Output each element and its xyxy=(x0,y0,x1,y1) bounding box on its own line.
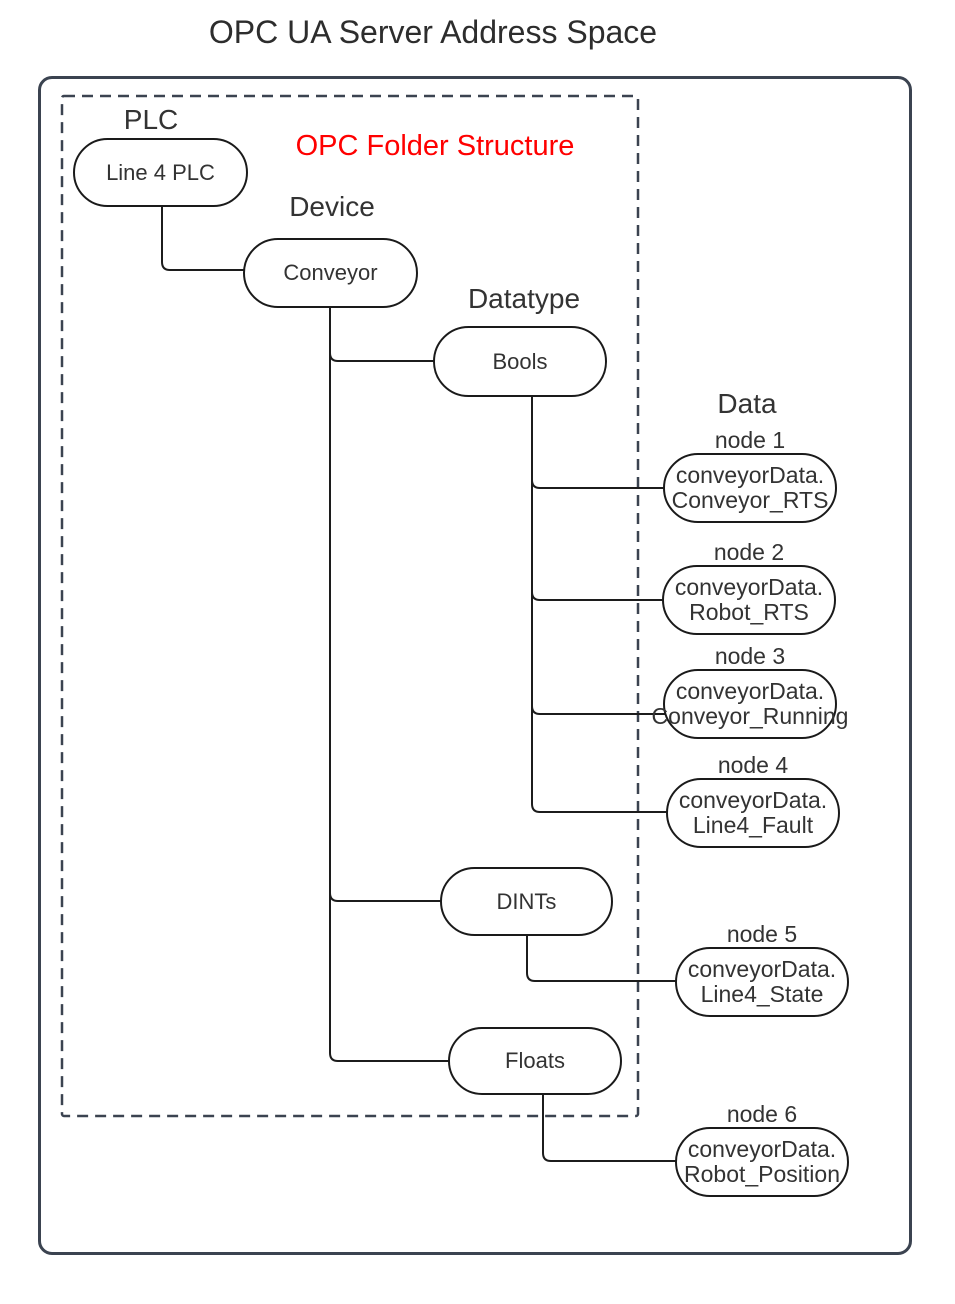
opc-folder-structure-dashed-box xyxy=(60,94,640,1118)
node-bools-label: Bools xyxy=(492,348,548,374)
edge-conveyor-to-floats xyxy=(329,307,449,1062)
data-node-4: node 4 conveyorData. Line4_Fault xyxy=(666,753,840,848)
level-label-data: Data xyxy=(717,388,777,419)
level-label-datatype: Datatype xyxy=(467,283,581,314)
data-node-5: node 5 conveyorData. Line4_State xyxy=(675,922,849,1017)
edge-dints-to-node5 xyxy=(526,936,676,982)
data-node-6-pill: conveyorData. Robot_Position xyxy=(675,1127,849,1197)
level-label-plc: PLC xyxy=(123,104,179,135)
data-node-1-pill: conveyorData. Conveyor_RTS xyxy=(663,453,837,523)
data-node-2-line1: conveyorData. xyxy=(674,574,824,600)
data-node-3-line1: conveyorData. xyxy=(675,678,825,704)
data-node-3-caption: node 3 xyxy=(714,643,786,669)
edge-plc-to-conveyor xyxy=(161,206,244,271)
data-node-3-pill: conveyorData. Conveyor_Running xyxy=(652,669,848,739)
data-node-4-caption: node 4 xyxy=(717,752,789,778)
data-node-1: node 1 conveyorData. Conveyor_RTS xyxy=(663,428,837,523)
node-floats-label: Floats xyxy=(505,1048,565,1073)
data-node-5-caption: node 5 xyxy=(726,921,798,947)
node-conveyor: Conveyor xyxy=(243,238,418,308)
data-node-3-line2: Conveyor_Running xyxy=(651,703,849,729)
data-node-1-line1: conveyorData. xyxy=(675,462,825,488)
data-node-1-caption: node 1 xyxy=(714,427,786,453)
data-node-4-pill: conveyorData. Line4_Fault xyxy=(666,778,840,848)
diagram-title: OPC UA Server Address Space xyxy=(208,14,658,50)
data-node-5-line1: conveyorData. xyxy=(687,956,837,982)
edge-conveyor-to-dints xyxy=(329,892,441,902)
data-node-6-line2: Robot_Position xyxy=(684,1161,840,1187)
node-bools: Bools xyxy=(433,326,607,397)
edge-floats-to-node6 xyxy=(542,1095,676,1162)
opc-folder-structure-label: OPC Folder Structure xyxy=(295,130,575,162)
node-line4-plc-label: Line 4 PLC xyxy=(106,159,215,185)
data-node-5-pill: conveyorData. Line4_State xyxy=(675,947,849,1017)
data-node-4-line1: conveyorData. xyxy=(678,787,828,813)
edge-bools-to-node1 xyxy=(531,479,664,489)
edge-conveyor-to-bools xyxy=(329,352,434,362)
data-node-4-line2: Line4_Fault xyxy=(692,812,814,838)
data-node-6-line1: conveyorData. xyxy=(687,1136,837,1162)
data-node-3: node 3 conveyorData. Conveyor_Running xyxy=(652,643,848,739)
address-space-frame xyxy=(38,76,912,1255)
data-node-1-line2: Conveyor_RTS xyxy=(671,487,829,513)
node-line4-plc: Line 4 PLC xyxy=(73,138,248,207)
data-node-6-caption: node 6 xyxy=(726,1101,798,1127)
data-node-2-pill: conveyorData. Robot_RTS xyxy=(662,565,836,635)
data-node-2-line2: Robot_RTS xyxy=(689,599,809,625)
level-label-device: Device xyxy=(289,191,375,222)
edge-bools-to-node3 xyxy=(531,705,667,715)
edge-bools-to-node2 xyxy=(531,591,663,601)
node-dints-label: DINTs xyxy=(496,888,557,914)
node-floats: Floats xyxy=(448,1027,622,1095)
node-conveyor-label: Conveyor xyxy=(283,260,378,285)
data-node-2: node 2 conveyorData. Robot_RTS xyxy=(662,540,836,635)
edge-bools-to-node4 xyxy=(531,397,667,813)
node-dints: DINTs xyxy=(440,867,613,936)
data-node-6: node 6 conveyorData. Robot_Position xyxy=(675,1102,849,1197)
data-node-2-caption: node 2 xyxy=(713,539,785,565)
data-node-5-line2: Line4_State xyxy=(700,981,824,1007)
